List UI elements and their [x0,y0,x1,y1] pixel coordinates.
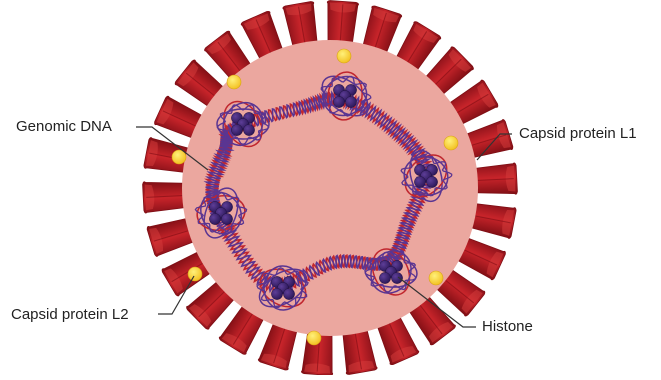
histone-ball [271,288,282,299]
histone-ball [391,272,402,283]
capsid-l2-dot [227,75,241,89]
histone-ball [243,124,254,135]
histone-ball [231,124,242,135]
histone-ball [209,213,220,224]
histone-ball [414,176,425,187]
histone-ball [345,96,356,107]
capsid-l2-dot [307,331,321,345]
genomic-dna-label: Genomic DNA [16,118,112,136]
histone-ball [426,176,437,187]
capsid-l2-dot [444,136,458,150]
capsid-l2-dot [337,49,351,63]
histone-label: Histone [482,318,533,336]
histone-ball [333,96,344,107]
histone-ball [221,213,232,224]
histone-ball [283,288,294,299]
histone-ball [379,272,390,283]
capsid-l2-dot [429,271,443,285]
capsid-l1-label: Capsid protein L1 [519,125,637,143]
capsid-l2-dot [188,267,202,281]
capsid-l2-label: Capsid protein L2 [11,306,129,324]
